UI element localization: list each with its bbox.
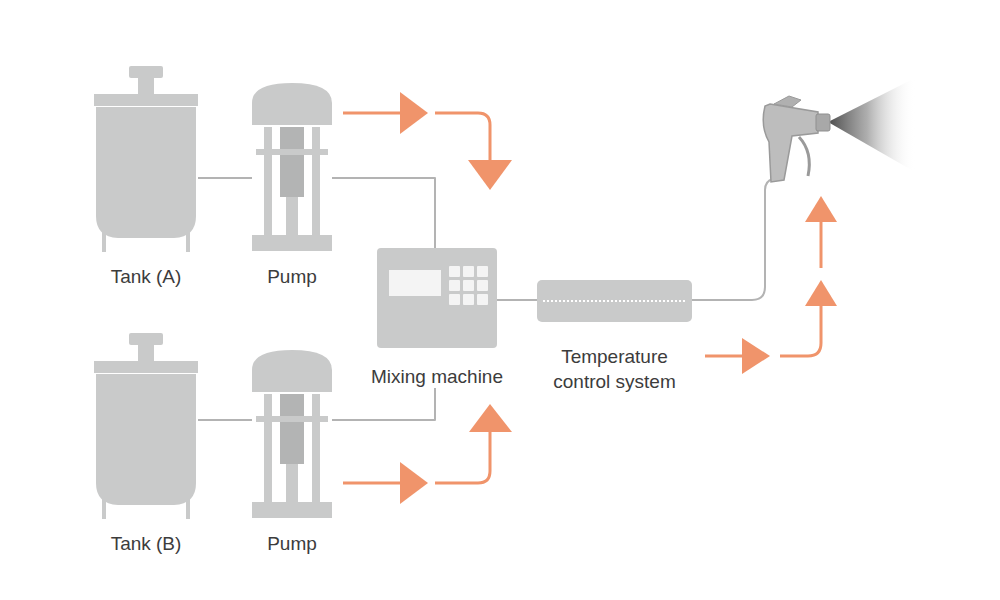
heater-coil [543, 300, 686, 302]
pipe-connector [332, 178, 435, 248]
tank-node: Tank (A) [94, 66, 198, 288]
pipe-connector [198, 177, 252, 179]
pump-dome [252, 83, 332, 125]
gun-trigger [799, 137, 809, 176]
temperature-control-node: Temperature control system [534, 280, 695, 394]
arrow-head [805, 280, 837, 306]
tank-body [96, 374, 196, 505]
flow-arrow-line [780, 306, 821, 356]
pump-brace [256, 416, 328, 422]
node-label: Tank (A) [111, 266, 182, 288]
mixer-icon [377, 248, 497, 348]
node-label: Pump [267, 533, 317, 555]
pump-rod [312, 127, 320, 237]
pump-piston [286, 464, 298, 504]
mixer-key [449, 266, 460, 277]
pump-dome [252, 350, 332, 392]
spray-gun [763, 78, 915, 182]
mixer-key [463, 294, 474, 305]
pump-rod [264, 394, 272, 504]
tank-leg [186, 493, 190, 519]
pump-base [252, 235, 332, 251]
arrow-head [742, 338, 770, 374]
pump-brace [256, 149, 328, 155]
node-label: Temperature control system [537, 344, 692, 394]
mixer-screen [389, 270, 441, 296]
temperature-unit [537, 280, 692, 322]
arrow-head [400, 92, 428, 134]
tank-icon [94, 333, 198, 519]
mixer-key [477, 294, 488, 305]
mixer-housing [377, 248, 497, 348]
flow-arrow-heads [400, 92, 837, 504]
tank-lid [94, 361, 198, 373]
mixer-key [463, 280, 474, 291]
tank-body [96, 107, 196, 238]
flow-arrow-line [705, 355, 742, 358]
mixer-key [477, 266, 488, 277]
node-label: Mixing machine [371, 366, 503, 388]
pump-piston [286, 197, 298, 237]
mixer-key [463, 266, 474, 277]
pump-base [252, 502, 332, 518]
flow-arrows [343, 113, 821, 483]
pump-cylinder [280, 127, 304, 197]
pump-rod [264, 127, 272, 237]
mixer-key [477, 280, 488, 291]
gun-hook [774, 96, 801, 107]
tank-rim [94, 106, 198, 107]
pump-icon [252, 83, 332, 251]
mixer-key [449, 294, 460, 305]
tank-leg [186, 226, 190, 252]
flow-arrow-line [343, 482, 400, 485]
flow-arrow-line [343, 112, 400, 115]
pump-icon [252, 350, 332, 518]
gun-body [763, 104, 818, 182]
pipe-connector [332, 388, 435, 420]
tank-leg [102, 226, 106, 252]
pump-node: Pump [252, 83, 332, 288]
node-label: Pump [267, 266, 317, 288]
tank-neck [138, 78, 154, 94]
pump-rod [312, 394, 320, 504]
tank-knob [129, 66, 163, 78]
flow-arrow-line [435, 113, 490, 160]
tank-rim [94, 373, 198, 374]
arrow-head [468, 160, 512, 190]
temp-icon [537, 280, 692, 322]
flow-arrow-line [820, 222, 823, 268]
pipe-connector [497, 299, 537, 301]
node-label: Tank (B) [111, 533, 182, 555]
tank-lid [94, 94, 198, 106]
tank-node: Tank (B) [94, 333, 198, 555]
gun-nozzle [816, 114, 830, 131]
flow-arrow-line [435, 432, 490, 483]
tank-neck [138, 345, 154, 361]
hose-wire [692, 179, 773, 300]
spray-cone [828, 78, 915, 172]
tank-icon [94, 66, 198, 252]
arrow-head [805, 196, 837, 222]
pipe-connector [198, 419, 252, 421]
arrow-head [469, 404, 512, 432]
mixer-key [449, 280, 460, 291]
tank-leg [102, 493, 106, 519]
tank-knob [129, 333, 163, 345]
arrow-head [400, 462, 428, 504]
pump-node: Pump [252, 350, 332, 555]
mixing-machine-node: Mixing machine [368, 248, 506, 388]
pump-cylinder [280, 394, 304, 464]
